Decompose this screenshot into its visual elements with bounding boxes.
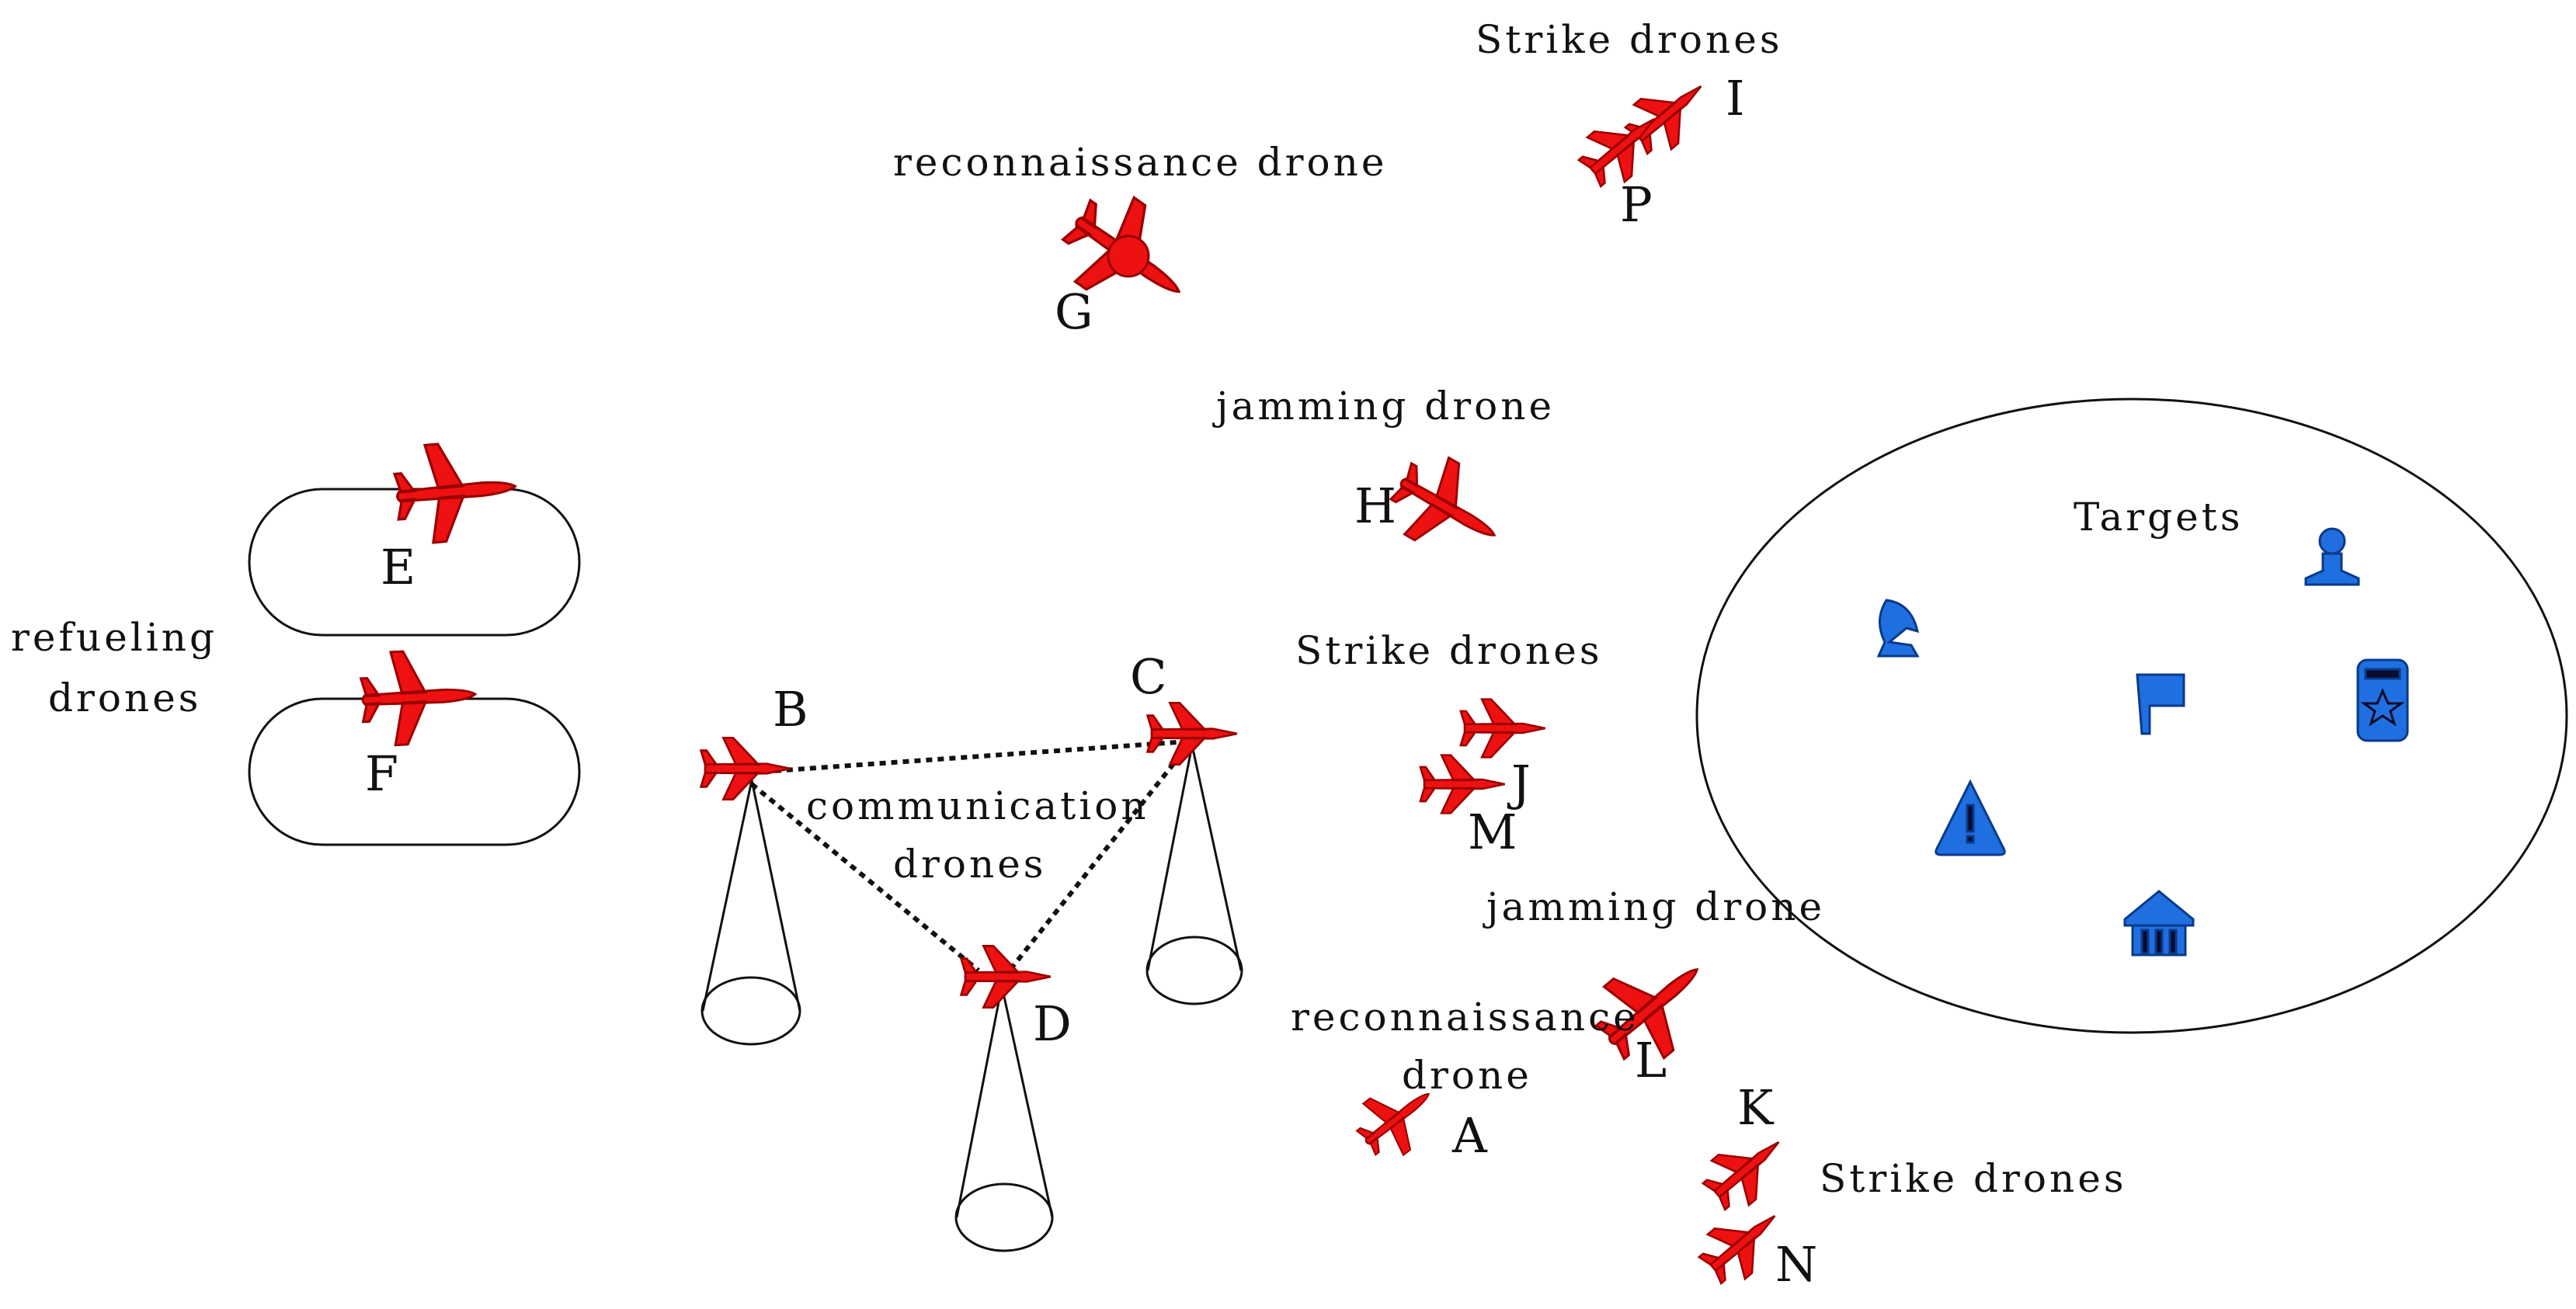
caption-recon-top: reconnaissance drone xyxy=(893,140,1387,185)
letter-j: J xyxy=(1507,755,1531,811)
letter-k: K xyxy=(1737,1079,1775,1136)
building-icon xyxy=(2123,890,2195,957)
link-b-d xyxy=(750,782,980,973)
targets xyxy=(1876,527,2409,957)
letter-i: I xyxy=(1726,70,1745,127)
warning-cone-icon xyxy=(1935,779,2006,856)
cone-b xyxy=(700,779,801,1046)
caption-recon-bottom-1: reconnaissance xyxy=(1291,995,1639,1040)
letter-m: M xyxy=(1468,804,1517,860)
caption-jamming-top: jamming drone xyxy=(1212,384,1555,429)
airplane-icon xyxy=(700,737,792,800)
airplane-icon xyxy=(1459,698,1546,759)
letter-f: F xyxy=(365,745,398,802)
targets-area xyxy=(1695,398,2568,1034)
captions: Strike drones reconnaissance drone jammi… xyxy=(11,17,2244,1201)
drones xyxy=(358,63,1799,1293)
letter-b: B xyxy=(773,681,808,738)
flag-icon xyxy=(2136,673,2185,735)
caption-recon-bottom-2: drone xyxy=(1402,1053,1532,1098)
airplane-icon xyxy=(1146,702,1239,766)
airplane-icon xyxy=(358,646,479,748)
radar-icon xyxy=(1876,599,1920,658)
letter-l: L xyxy=(1635,1032,1667,1089)
coverage-cones xyxy=(700,745,1243,1252)
cone-d xyxy=(954,985,1054,1252)
caption-strike-top: Strike drones xyxy=(1476,17,1782,62)
letter-a: A xyxy=(1451,1107,1488,1164)
cone-c xyxy=(1145,745,1243,1005)
caption-refueling-1: refueling xyxy=(11,615,217,660)
letter-c: C xyxy=(1130,648,1166,705)
caption-refueling-2: drones xyxy=(48,675,201,720)
caption-comm-2: drones xyxy=(893,842,1046,887)
drone-letters: A B C D E F G H I J K L M N P xyxy=(365,70,1817,1293)
communication-links xyxy=(750,739,1191,973)
caption-strike-mid: Strike drones xyxy=(1295,628,1602,673)
caption-strike-bottom: Strike drones xyxy=(1820,1156,2126,1201)
letter-e: E xyxy=(381,539,415,595)
radar-dish-airplane-icon xyxy=(1045,176,1210,335)
letter-g: G xyxy=(1055,283,1093,340)
letter-d: D xyxy=(1033,995,1072,1052)
airplane-icon xyxy=(391,436,521,547)
letter-h: H xyxy=(1354,477,1396,534)
vehicle-icon xyxy=(2356,658,2409,742)
caption-jamming-bottom: jamming drone xyxy=(1483,884,1825,929)
soldier-icon xyxy=(2304,527,2360,586)
caption-targets: Targets xyxy=(2074,495,2244,540)
letter-n: N xyxy=(1775,1236,1817,1293)
link-c-d xyxy=(1007,744,1191,972)
letter-p: P xyxy=(1620,176,1653,233)
link-b-c xyxy=(751,739,1189,775)
airplane-icon xyxy=(1378,442,1518,575)
caption-comm-1: communication xyxy=(806,783,1149,828)
